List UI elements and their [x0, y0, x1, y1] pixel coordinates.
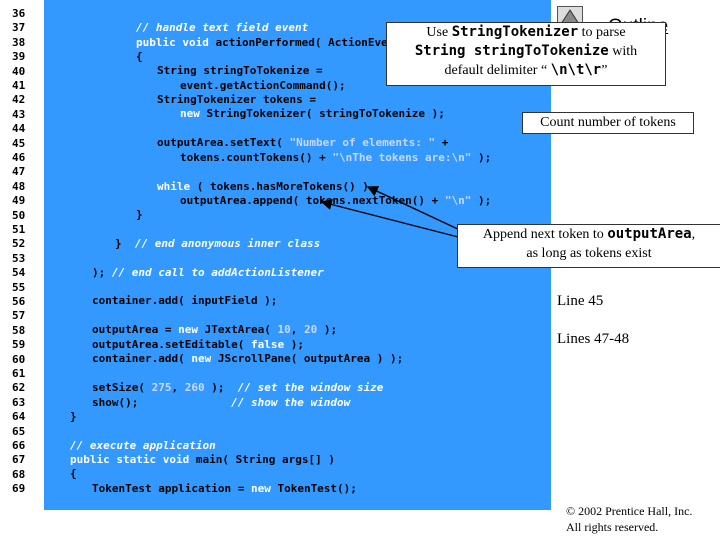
code-line-38: { [136, 50, 143, 63]
line-number: 60 [12, 352, 26, 366]
code-line-49: } [136, 208, 143, 221]
callout-string-tokenizer: Use StringTokenizer to parse String stri… [386, 22, 666, 86]
code-line-61: setSize( 275, 260 ); // set the window s… [92, 381, 384, 394]
line-number: 57 [12, 309, 26, 323]
copyright-notice: © 2002 Prentice Hall, Inc. All rights re… [566, 504, 693, 534]
code-line-39: String stringToTokenize = [157, 64, 323, 77]
code-line-67: { [70, 467, 77, 480]
code-line-40: event.getActionCommand(); [180, 79, 346, 92]
line-number: 38 [12, 35, 26, 49]
line-number: 44 [12, 122, 26, 136]
line-number: 53 [12, 251, 26, 265]
line-number: 50 [12, 208, 26, 222]
line-number: 69 [12, 482, 26, 496]
line-number: 37 [12, 21, 26, 35]
code-line-47: while ( tokens.hasMoreTokens() ) [157, 180, 369, 193]
code-line-45: tokens.countTokens() + "\nThe tokens are… [180, 151, 492, 164]
code-line-66: public static void main( String args[] ) [70, 453, 335, 466]
arrow-to-next-token [320, 199, 463, 239]
line-number: 47 [12, 165, 26, 179]
line-number: 67 [12, 453, 26, 467]
line-number: 58 [12, 323, 26, 337]
code-line-51: } // end anonymous inner class [115, 237, 321, 250]
line-number: 61 [12, 367, 26, 380]
line-number: 66 [12, 439, 26, 452]
line-number: 36 [12, 7, 26, 20]
line-number: 48 [12, 179, 26, 193]
code-line-58: outputArea.setEditable( false ); [92, 338, 304, 351]
line-number: 56 [12, 295, 26, 308]
line-number: 39 [12, 50, 26, 64]
callout-count-tokens: Count number of tokens [522, 112, 694, 134]
sidebar-lines-47-48: Lines 47-48 [557, 331, 630, 347]
code-line-53: ); // end call to addActionListener [92, 266, 324, 279]
line-number: 40 [12, 64, 26, 78]
line-number: 68 [12, 467, 26, 481]
line-number: 41 [12, 79, 26, 92]
code-line-63: } [70, 410, 77, 423]
line-number: 49 [12, 194, 26, 208]
code-line-59: container.add( new JScrollPane( outputAr… [92, 352, 404, 365]
line-number: 63 [12, 395, 26, 409]
code-line-65: // execute application [70, 439, 216, 452]
line-number: 65 [12, 424, 26, 438]
code-line-42: new StringTokenizer( stringToTokenize ); [180, 107, 445, 120]
code-line-36: // handle text field event [136, 21, 309, 34]
arrow-to-has-more-tokens [366, 186, 463, 232]
line-number: 51 [12, 223, 26, 236]
line-number: 54 [12, 266, 26, 280]
sidebar-line-45: Line 45 [557, 293, 604, 309]
code-line-48: outputArea.append( tokens.nextToken() + … [180, 194, 492, 207]
code-line-62: show(); // show the window [92, 396, 351, 409]
code-line-44: outputArea.setText( "Number of elements:… [157, 136, 449, 149]
code-line-41: StringTokenizer tokens = [157, 93, 316, 106]
line-number: 43 [12, 107, 26, 121]
line-number: 45 [12, 136, 26, 150]
line-number: 62 [12, 381, 26, 395]
line-number-gutter [0, 0, 44, 510]
line-number: 52 [12, 237, 26, 251]
line-number: 64 [12, 410, 26, 424]
line-number: 59 [12, 338, 26, 352]
code-line-55: container.add( inputField ); [92, 294, 278, 307]
callout-append-token: Append next token to outputArea, as long… [457, 224, 720, 268]
line-number: 46 [12, 151, 26, 164]
code-line-68: TokenTest application = new TokenTest(); [92, 482, 357, 495]
line-number: 55 [12, 280, 26, 294]
code-line-57: outputArea = new JTextArea( 10, 20 ); [92, 323, 338, 336]
line-number: 42 [12, 93, 26, 107]
